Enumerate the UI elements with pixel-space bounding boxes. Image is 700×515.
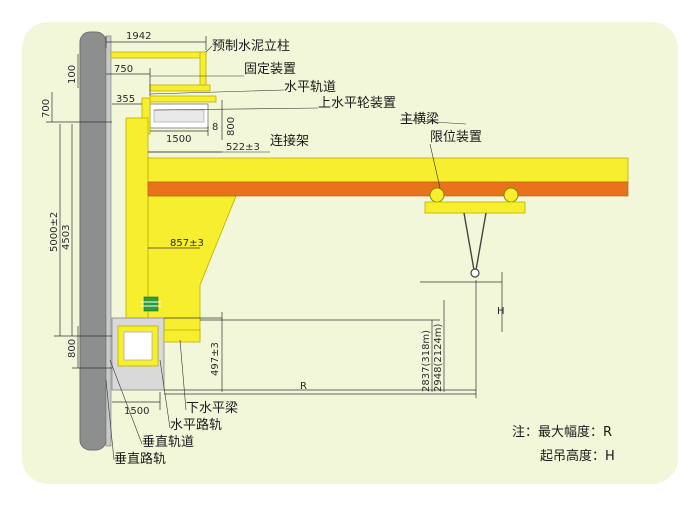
label-lower-beam: 下水平梁 [186,401,238,416]
dim-522: 522±3 [226,142,260,153]
label-connector: 连接架 [270,133,309,149]
main-beam-bottom [147,181,629,197]
dim-355: 355 [116,94,135,105]
label-main-beam: 主横梁 [400,112,439,127]
label-limiter: 限位装置 [430,130,482,145]
dim-1942: 1942 [126,31,151,42]
note-line-2: 起吊高度：H [540,448,615,464]
label-v-rail: 垂直轨道 [142,435,194,450]
label-v-road-rail: 垂直路轨 [114,451,166,467]
label-fixing: 固定装置 [244,62,296,77]
label-h-road-rail: 水平路轨 [170,417,222,433]
dim-1500-bottom: 1500 [124,406,149,417]
dim-750: 750 [114,64,133,75]
label-column: 预制水泥立柱 [212,39,290,54]
dim-857: 857±3 [170,238,204,249]
trolley-limiter [424,187,526,278]
dimension-lines [46,36,503,410]
concrete-column [79,31,107,451]
note-line-1: 注：最大幅度：R [512,424,612,440]
vertical-rail [105,35,112,447]
dim-100: 100 [67,65,78,84]
dim-700: 700 [41,99,52,118]
leader-lines [105,45,467,461]
upper-wheel-device [141,97,209,135]
main-beam-top [147,157,629,183]
dim-R: R [300,381,307,392]
dim-8: 8 [212,122,218,133]
lower-wheel-assembly [111,296,201,391]
dim-1500-top: 1500 [166,134,191,145]
dim-4503: 4503 [61,225,72,250]
dim-800-top: 800 [226,117,237,136]
dim-2948: 2948(2124m) [433,323,444,392]
label-upper-wheel: 上水平轮装置 [318,96,396,111]
dim-H: H [497,306,505,317]
dim-5000: 5000±2 [49,212,60,252]
dim-497: 497±3 [210,342,221,376]
dim-2837: 2837(318m) [421,330,432,392]
dim-800-bottom: 800 [67,339,78,358]
label-h-rail: 水平轨道 [284,80,336,95]
drawing-panel [22,22,678,484]
